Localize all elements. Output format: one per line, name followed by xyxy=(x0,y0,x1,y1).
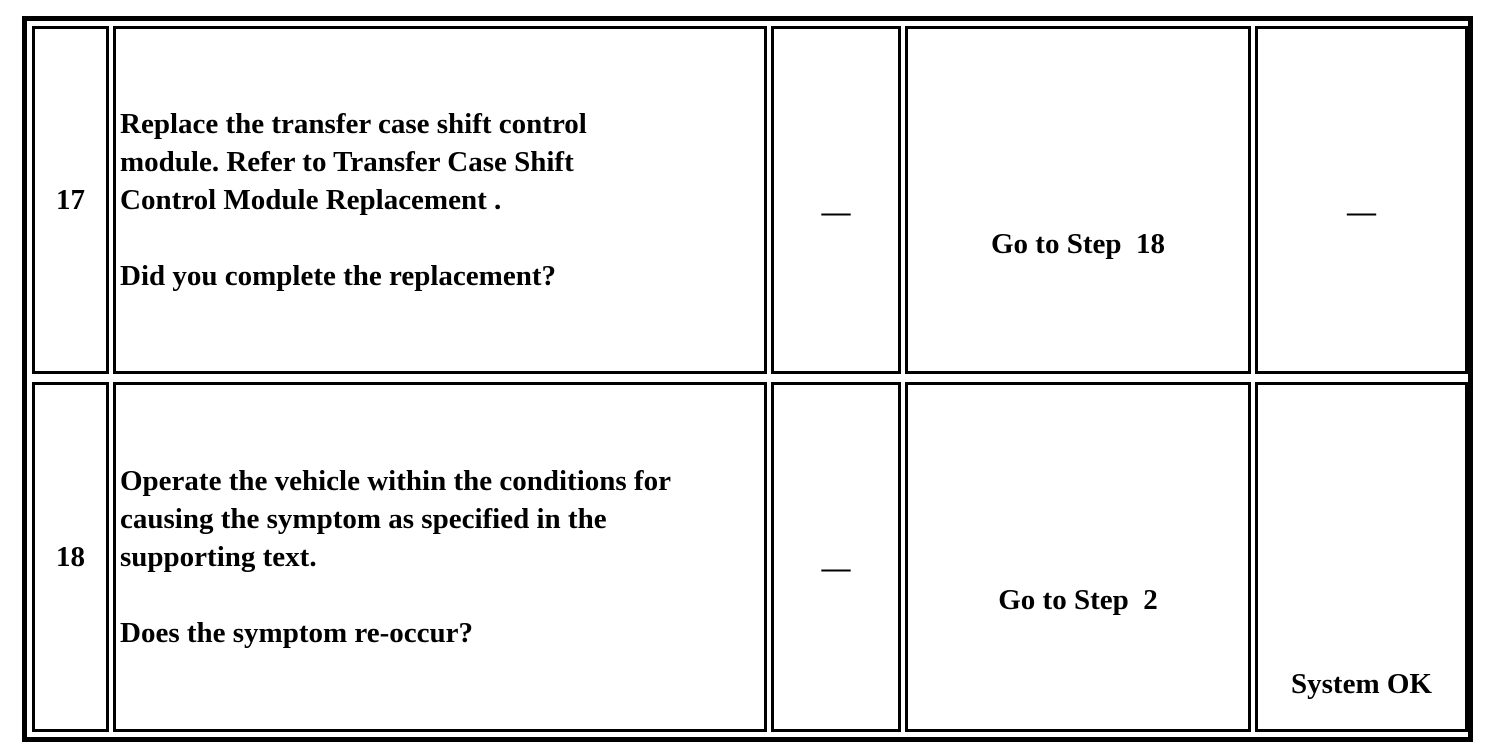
diagnostic-table: 17 Replace the transfer case shift contr… xyxy=(22,16,1473,742)
value-text: — xyxy=(821,552,851,584)
yes-text: Go to Step 2 xyxy=(998,584,1158,616)
step-number: 18 xyxy=(56,541,85,573)
no-cell: — xyxy=(1255,26,1468,374)
action-line: supporting text. xyxy=(120,541,317,573)
action-line: Operate the vehicle within the condition… xyxy=(120,465,671,497)
step-number-cell: 17 xyxy=(32,26,109,374)
action-cell: Replace the transfer case shift control … xyxy=(113,26,767,374)
step-number-cell: 18 xyxy=(32,382,109,732)
action-line: Replace the transfer case shift control xyxy=(120,108,587,140)
action-cell: Operate the vehicle within the condition… xyxy=(113,382,767,732)
no-cell: System OK xyxy=(1255,382,1468,732)
action-question: Does the symptom re-occur? xyxy=(120,617,474,649)
action-line: module. Refer to Transfer Case Shift xyxy=(120,146,574,178)
no-text: System OK xyxy=(1291,668,1432,700)
value-cell: — xyxy=(771,26,901,374)
yes-cell: Go to Step 18 xyxy=(905,26,1251,374)
yes-cell: Go to Step 2 xyxy=(905,382,1251,732)
no-text: — xyxy=(1347,196,1376,228)
value-cell: — xyxy=(771,382,901,732)
action-line: causing the symptom as specified in the xyxy=(120,503,607,535)
value-text: — xyxy=(821,196,851,228)
step-number: 17 xyxy=(56,184,85,216)
action-question: Did you complete the replacement? xyxy=(120,260,556,292)
yes-text: Go to Step 18 xyxy=(991,228,1165,260)
action-line: Control Module Replacement . xyxy=(120,184,502,216)
